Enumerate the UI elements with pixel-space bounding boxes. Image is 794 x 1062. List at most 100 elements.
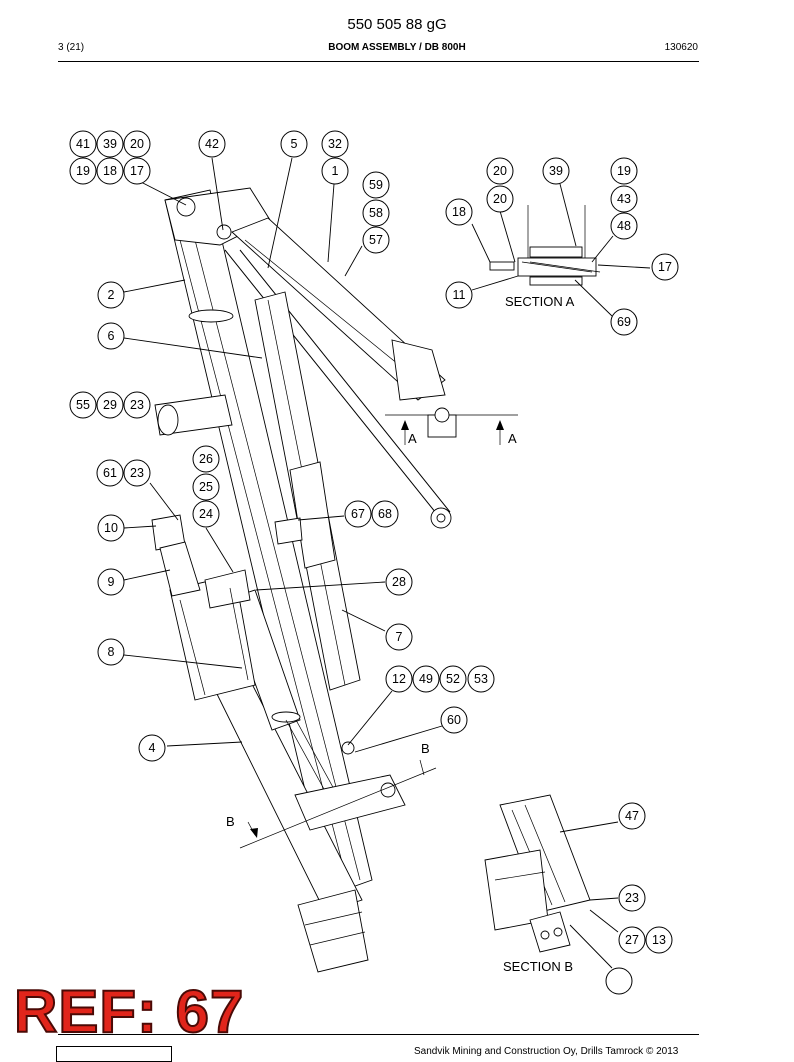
svg-text:9: 9 <box>108 575 115 589</box>
svg-text:17: 17 <box>658 260 672 274</box>
callout-b-47: 23 <box>618 884 646 912</box>
svg-text:39: 39 <box>103 137 117 151</box>
svg-text:58: 58 <box>369 206 383 220</box>
svg-text:7: 7 <box>396 630 403 644</box>
svg-text:39: 39 <box>549 164 563 178</box>
callout-a-17: 11 <box>445 281 473 309</box>
callout-b-27: 13 <box>645 926 673 954</box>
svg-text:28: 28 <box>392 575 406 589</box>
svg-text:57: 57 <box>369 233 383 247</box>
callout-49: 49 <box>412 665 440 693</box>
callout-4: 4 <box>138 734 166 762</box>
callout-55: 55 <box>69 391 97 419</box>
svg-text:27: 27 <box>625 933 639 947</box>
callout-6: 6 <box>97 322 125 350</box>
svg-text:12: 12 <box>392 672 406 686</box>
callout-59: 59 <box>362 171 390 199</box>
callout-2: 2 <box>97 281 125 309</box>
callout-5: 5 <box>280 130 308 158</box>
page-number: 3 (21) <box>58 42 85 53</box>
svg-text:4: 4 <box>149 741 156 755</box>
callout-25: 25 <box>192 473 220 501</box>
cut-b-left: B <box>226 814 235 829</box>
svg-text:6: 6 <box>108 329 115 343</box>
callout-52: 52 <box>439 665 467 693</box>
svg-text:20: 20 <box>130 137 144 151</box>
svg-text:32: 32 <box>328 137 342 151</box>
callout-7: 7 <box>385 623 413 651</box>
callout-39-lower: 60 <box>440 706 468 734</box>
svg-text:20: 20 <box>493 164 507 178</box>
svg-text:41: 41 <box>76 137 90 151</box>
callout-a-11: 69 <box>610 308 638 336</box>
callout-a-20b: 43 <box>610 185 638 213</box>
callout-28: 28 <box>385 568 413 596</box>
callout-b-13 <box>605 967 633 995</box>
svg-text:10: 10 <box>104 521 118 535</box>
callout-a-48: 17 <box>651 253 679 281</box>
svg-text:13: 13 <box>652 933 666 947</box>
callout-61: 61 <box>96 459 124 487</box>
cut-a-left: A <box>408 431 417 446</box>
svg-text:26: 26 <box>199 452 213 466</box>
section-b-label: SECTION B <box>503 959 573 974</box>
callout-a-60: 39 <box>542 157 570 185</box>
svg-text:43: 43 <box>617 192 631 206</box>
header-divider <box>58 61 699 62</box>
svg-text:25: 25 <box>199 480 213 494</box>
svg-text:23: 23 <box>130 398 144 412</box>
footer-divider <box>58 1034 699 1035</box>
svg-text:68: 68 <box>378 507 392 521</box>
callout-42: 42 <box>198 130 226 158</box>
callout-41: 41 <box>69 130 97 158</box>
svg-text:49: 49 <box>419 672 433 686</box>
company-logo <box>56 1046 172 1062</box>
svg-text:47: 47 <box>625 809 639 823</box>
svg-text:23: 23 <box>625 891 639 905</box>
svg-text:29: 29 <box>103 398 117 412</box>
callout-b-23: 27 <box>618 926 646 954</box>
main-boom-linework <box>151 187 518 973</box>
callout-53: 53 <box>467 665 495 693</box>
svg-text:67: 67 <box>351 507 365 521</box>
callout-a-43: 18 <box>445 198 473 226</box>
cut-b-right: B <box>421 741 430 756</box>
document-number: 550 505 88 gG <box>347 16 447 33</box>
callout-32: 32 <box>321 130 349 158</box>
svg-text:5: 5 <box>291 137 298 151</box>
callout-29: 29 <box>96 391 124 419</box>
svg-text:2: 2 <box>108 288 115 302</box>
leader-lines <box>123 157 651 969</box>
callout-b-69: 47 <box>618 802 646 830</box>
callout-24: 24 <box>192 500 220 528</box>
cut-a-right: A <box>508 431 517 446</box>
callout-18: 18 <box>96 157 124 185</box>
svg-text:18: 18 <box>103 164 117 178</box>
callout-19: 19 <box>69 157 97 185</box>
callout-57: 57 <box>362 226 390 254</box>
svg-text:24: 24 <box>199 507 213 521</box>
callout-39: 39 <box>96 130 124 158</box>
page-title: BOOM ASSEMBLY / DB 800H <box>328 42 466 53</box>
svg-text:53: 53 <box>474 672 488 686</box>
svg-text:52: 52 <box>446 672 460 686</box>
callout-67: 67 <box>344 500 372 528</box>
callout-a-19: 20 <box>486 185 514 213</box>
svg-text:23: 23 <box>130 466 144 480</box>
footer-copyright: Sandvik Mining and Construction Oy, Dril… <box>414 1046 679 1057</box>
svg-text:11: 11 <box>453 288 466 302</box>
callout-20: 20 <box>123 130 151 158</box>
svg-text:48: 48 <box>617 219 631 233</box>
svg-text:1: 1 <box>332 164 339 178</box>
svg-text:59: 59 <box>369 178 383 192</box>
callout-9: 9 <box>97 568 125 596</box>
section-a-linework <box>489 205 601 286</box>
callout-23: 23 <box>123 391 151 419</box>
callout-a-20: 20 <box>486 157 514 185</box>
svg-text:20: 20 <box>493 192 507 206</box>
svg-text:17: 17 <box>130 164 144 178</box>
svg-text:19: 19 <box>76 164 90 178</box>
svg-text:18: 18 <box>452 205 466 219</box>
callout-68: 68 <box>371 500 399 528</box>
